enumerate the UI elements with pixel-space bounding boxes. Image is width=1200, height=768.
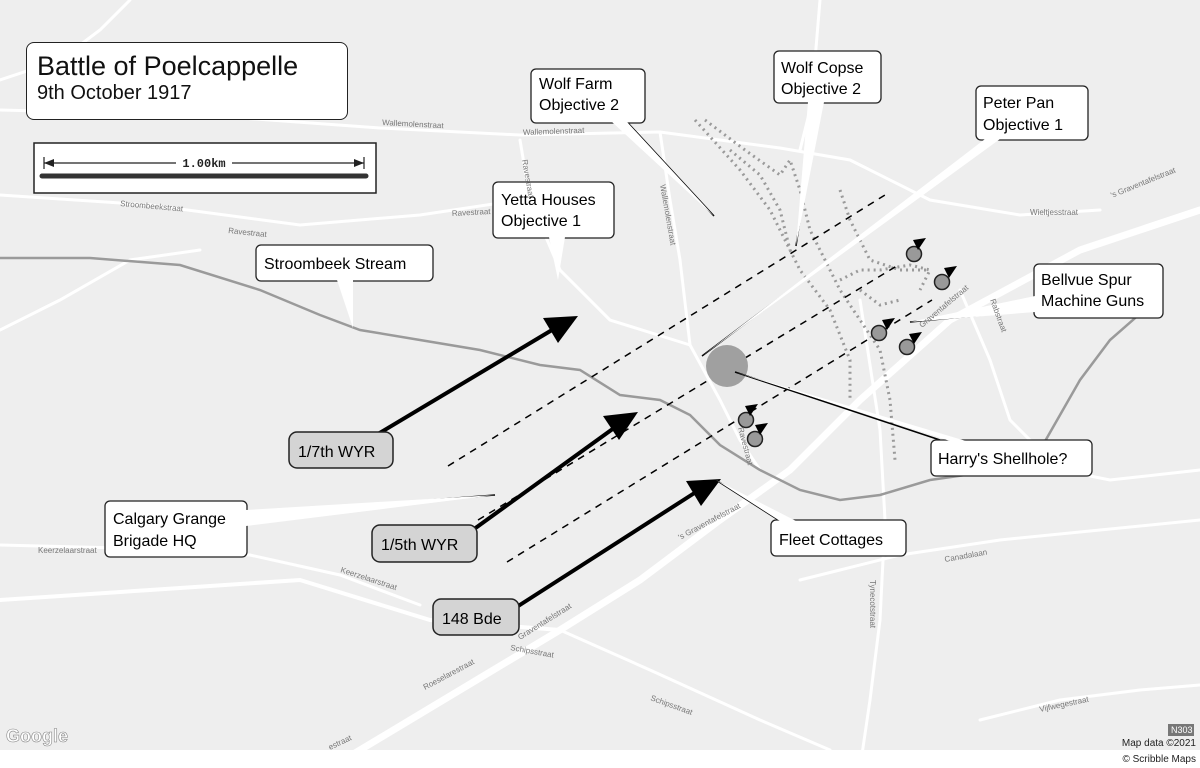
road-schipsstraat	[558, 628, 832, 752]
unit-148-bde[interactable]: 148 Bde	[432, 598, 520, 636]
road-label: Wallemolenstraat	[523, 126, 586, 137]
road-wallemolenstraat	[0, 108, 1102, 217]
callout-harrys-shellhole[interactable]: Harry's Shellhole?	[735, 372, 1093, 477]
callout-calgary-grange[interactable]: Calgary Grange Brigade HQ	[104, 495, 495, 558]
road-label: Vijfwegestraat	[1039, 695, 1091, 714]
callout-stroombeek[interactable]: Stroombeek Stream	[255, 244, 434, 328]
mg-marker[interactable]	[905, 238, 927, 263]
machine-gun-markers	[737, 238, 958, 448]
mg-marker[interactable]	[933, 266, 958, 291]
scribble-maps-attribution[interactable]: © Scribble Maps	[1122, 754, 1196, 765]
road-label: Tynecotstraat	[868, 580, 877, 629]
google-logo[interactable]: Google	[6, 726, 69, 747]
map-data-attribution: Map data ©2021	[1122, 738, 1197, 749]
road-ravestraat-north	[518, 138, 692, 347]
unit-1-7th-wyr[interactable]: 1/7th WYR	[288, 431, 394, 469]
mg-marker[interactable]	[898, 332, 923, 356]
route-badge: N303	[1171, 725, 1193, 735]
callout-bellvue-line2: Machine Guns	[1041, 293, 1144, 310]
scale-bar: 1.00km	[33, 142, 377, 194]
harrys-shellhole-marker[interactable]	[706, 345, 748, 387]
unit-1-7th-wyr-label: 1/7th WYR	[298, 444, 375, 461]
unit-labels: 1/7th WYR 1/5th WYR 148 Bde	[288, 431, 520, 636]
callout-peter-pan[interactable]: Peter Pan Objective 1	[702, 85, 1089, 356]
road-label: Stroombeekstraat	[120, 199, 184, 214]
map-subtitle: 9th October 1917	[37, 82, 192, 104]
mg-marker[interactable]	[870, 318, 896, 342]
mg-marker[interactable]	[746, 423, 769, 448]
callout-calgary-line2: Brigade HQ	[113, 533, 197, 550]
callout-stroombeek-line1: Stroombeek Stream	[264, 256, 406, 273]
road-label: estraat	[327, 733, 354, 752]
arrow-1-7th-wyr[interactable]	[376, 316, 578, 436]
road-label: Ravestraat	[228, 226, 268, 239]
callout-harrys-line1: Harry's Shellhole?	[938, 451, 1067, 468]
scale-label: 1.00km	[182, 157, 225, 171]
footer-bar	[0, 750, 1200, 768]
callout-fleet-cottages[interactable]: Fleet Cottages	[716, 480, 907, 557]
road-label: Canadalaan	[944, 548, 988, 564]
road-label: Schipsstraat	[649, 693, 694, 717]
road-west	[0, 248, 202, 332]
callout-wolf-farm[interactable]: Wolf Farm Objective 2	[530, 68, 714, 216]
arrow-1-5th-wyr[interactable]	[468, 412, 638, 534]
callout-wolf-copse[interactable]: Wolf Copse Objective 2	[773, 50, 882, 246]
callout-wolf-copse-line1: Wolf Copse	[781, 60, 864, 77]
callout-boxes: Wolf Farm Objective 2 Wolf Copse Objecti…	[104, 50, 1164, 558]
mg-marker[interactable]	[737, 404, 759, 429]
road-label: Ravestraat	[452, 207, 492, 218]
road-canadalaan	[798, 518, 1200, 582]
callout-wolf-copse-line2: Objective 2	[781, 81, 861, 98]
road-label: Keerzelaarstraat	[38, 546, 97, 555]
callout-yetta-houses[interactable]: Yetta Houses Objective 1	[492, 181, 615, 280]
callout-calgary-line1: Calgary Grange	[113, 511, 226, 528]
road-label: Wallemolenstraat	[382, 118, 445, 130]
callout-wolf-farm-line1: Wolf Farm	[539, 76, 612, 93]
road-ravestraat-south	[688, 343, 762, 472]
attack-arrows	[376, 316, 721, 612]
callout-yetta-houses-line1: Yetta Houses	[501, 192, 596, 209]
road-graventafelstraat	[326, 206, 1200, 768]
road-tynecotstraat	[858, 298, 887, 768]
callout-bellvue[interactable]: Bellvue Spur Machine Guns	[910, 263, 1164, 322]
callout-peter-pan-line2: Objective 1	[983, 117, 1063, 134]
trench-lines	[693, 118, 933, 461]
road-label: Wallemolenstraat	[658, 184, 678, 247]
unit-148-bde-label: 148 Bde	[442, 611, 502, 628]
map-title: Battle of Poelcappelle	[37, 51, 299, 81]
road-stroombeekstraat	[0, 193, 522, 227]
callout-peter-pan-line1: Peter Pan	[983, 95, 1054, 112]
road-vijfwegestraat	[978, 683, 1200, 722]
callout-wolf-farm-line2: Objective 2	[539, 97, 619, 114]
unit-1-5th-wyr[interactable]: 1/5th WYR	[371, 524, 478, 563]
arrow-148-bde[interactable]	[510, 479, 721, 612]
road-keerzelaarstraat	[0, 543, 422, 607]
road-label: 's Graventafelstraat	[1109, 165, 1177, 200]
callout-fleet-line1: Fleet Cottages	[779, 532, 883, 549]
unit-1-5th-wyr-label: 1/5th WYR	[381, 537, 458, 554]
map-title-box: Battle of Poelcappelle 9th October 1917	[26, 42, 348, 120]
callout-yetta-houses-line2: Objective 1	[501, 213, 581, 230]
road-label: 's Graventafelstraat	[677, 501, 743, 542]
callout-bellvue-line1: Bellvue Spur	[1041, 272, 1132, 289]
objective-lines	[447, 194, 933, 563]
route-badge-bg	[1168, 724, 1194, 736]
road-label: Wieltjesstraat	[1030, 208, 1079, 217]
